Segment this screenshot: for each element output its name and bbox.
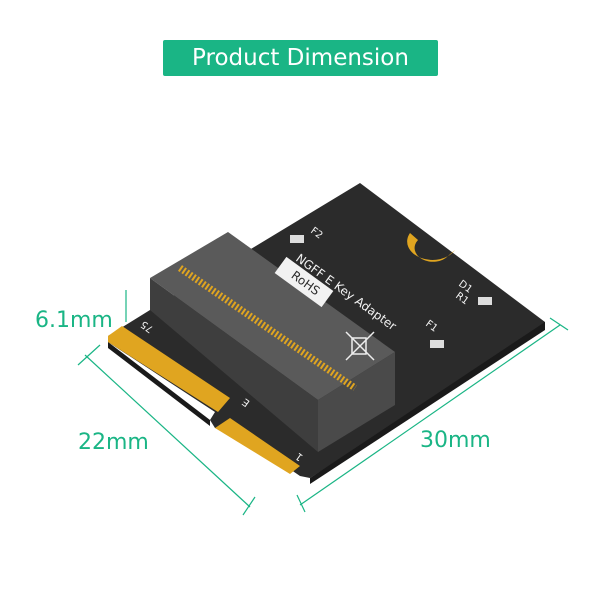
page-title: Product Dimension — [163, 40, 438, 76]
height-dimension-label: 6.1mm — [35, 308, 113, 333]
mounting-notch — [407, 233, 455, 262]
length-dimension-line — [299, 324, 561, 506]
pin-label-1: 1 — [294, 450, 306, 463]
rohs-badge — [274, 256, 334, 308]
gold-fingers-right — [215, 418, 300, 474]
width-dimension-line — [84, 354, 251, 508]
connector-pins — [178, 265, 357, 391]
pin-label-e: E — [241, 396, 253, 409]
component-f1 — [430, 340, 444, 348]
mpcie-connector — [150, 232, 395, 400]
length-dimension-label: 30mm — [420, 428, 491, 453]
gold-fingers-left — [108, 326, 230, 412]
component-r1 — [478, 297, 492, 305]
width-dimension-label: 22mm — [78, 430, 149, 455]
weee-bin-icon — [345, 331, 375, 361]
component-f2 — [290, 235, 304, 243]
dimension-lines — [77, 290, 569, 516]
